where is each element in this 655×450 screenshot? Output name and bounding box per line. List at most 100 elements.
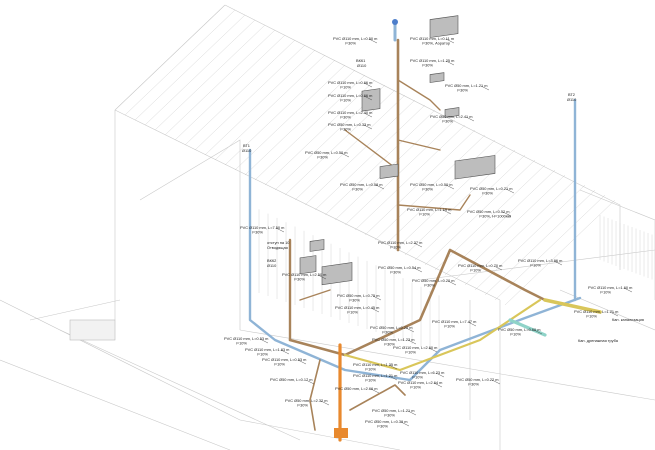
leader-line: [340, 152, 350, 158]
pipe-label: PVC Ø50 mm, L=2.32 m: [285, 398, 328, 403]
riser-vt1-pipe: [248, 148, 582, 382]
roof-hatch-line: [164, 29, 276, 136]
roof-hatch-line: [324, 109, 436, 216]
pipe-label: PVC Ø110 mm, L=3.96 m: [518, 258, 562, 263]
building-edge: [239, 329, 655, 401]
pipe-label: PVC Ø50 mm, L=0.54 m: [378, 265, 421, 270]
leader-line: [280, 349, 290, 355]
pipe-label: PVC Ø50 mm, L=0.39 m: [365, 419, 408, 424]
roof-hatch-line: [184, 39, 296, 146]
pipe-slope-label: i=10%: [340, 85, 351, 90]
roof-hatch-line: [344, 119, 456, 226]
pipe-slope-label: i=30%: [424, 283, 435, 288]
pipe-label: PVC Ø50 mm, L=0.50 m: [305, 150, 348, 155]
pipe-slope-label: i=10%: [412, 375, 423, 380]
pipe-slope-label: i=10%: [236, 341, 247, 346]
leader-line: [428, 347, 438, 353]
leader-line: [609, 311, 619, 317]
fixture-unit: [379, 163, 399, 179]
pipe-slope-label: i=30%: [294, 277, 305, 282]
leader-line: [480, 85, 490, 91]
building-edge: [139, 139, 241, 330]
leader-line: [442, 209, 452, 215]
pipe-label: PVC Ø110 mm, L=7.50 m: [240, 225, 284, 230]
fixture-unit: [321, 262, 353, 286]
pipe-label: PVC Ø110 mm, L=2.50 m: [282, 272, 326, 277]
pipe-slope-label: i=10%: [510, 332, 521, 337]
roof-hatch-line: [194, 44, 306, 151]
pipe-label: PVC Ø50 mm, L=0.17 m: [270, 377, 313, 382]
pipe-slope-label: i=10%: [390, 245, 401, 250]
leader-line: [533, 329, 543, 335]
roof-hatch-line: [474, 184, 586, 291]
fixture-unit: [361, 88, 381, 112]
pipe-slope-label: i=30%: [468, 382, 479, 387]
leader-line: [363, 82, 373, 88]
pipe-slope-label: i=30%: [340, 127, 351, 132]
roof-hatch-line: [264, 79, 376, 186]
leader-line: [363, 112, 373, 118]
pipe-slope-label: i=10%: [600, 290, 611, 295]
leader-line: [317, 274, 327, 280]
pipe-slope-label: i=30%: [297, 403, 308, 408]
pipe-slope-label: i=30%: [377, 424, 388, 429]
pipe-slope-label: i=30%: [317, 155, 328, 160]
pipe-label: PVC Ø50 mm, L=0.50 m: [410, 182, 453, 187]
roof-hatch-line: [464, 179, 576, 286]
pipe-slope-label: i=30%: [382, 330, 393, 335]
riser-label-vkk2: ВКК2: [267, 258, 276, 263]
leader-line: [445, 60, 455, 66]
building-edge: [114, 4, 226, 111]
outlet-drain-label: Кан. дренажная труба: [578, 338, 619, 343]
roof-hatch-line: [314, 104, 426, 211]
main-collector-pipe: [288, 248, 547, 357]
building-edge: [114, 109, 501, 301]
leader-line: [435, 372, 445, 378]
branch-pipe: [397, 139, 441, 151]
riser-label-vkk1: ВКК1: [356, 58, 365, 63]
roof-hatch-line: [244, 69, 356, 176]
leader-line: [388, 364, 398, 370]
branch-pipe: [344, 129, 399, 171]
leader-line: [445, 38, 455, 44]
roof-hatch-line: [294, 94, 406, 201]
pipe-slope-label: i=10%: [274, 362, 285, 367]
roof-hatch-line: [354, 124, 466, 231]
pipe-slope-label: i=30%: [390, 270, 401, 275]
roof-hatch-line: [254, 74, 366, 181]
roof-hatch-line: [484, 189, 596, 296]
outlet-sewer-label: Кан. канализация: [612, 317, 644, 322]
leader-line: [413, 267, 423, 273]
pipe-label: PVC Ø110 mm, L=0.66 m: [328, 93, 372, 98]
pipe-label: PVC Ø50 mm, L=0.21 m: [470, 186, 513, 191]
leader-line: [368, 38, 378, 44]
riser-labels: ВТ1 Ø110 ВТ2 Ø110 ВКК1 Ø110 ВКК2 Ø110 от…: [242, 58, 644, 343]
pipe-slope-label: i=30%: [349, 298, 360, 303]
leader-line: [370, 307, 380, 313]
pipe-label: PVC Ø50 mm, L=2.66 m: [335, 386, 378, 391]
roof-hatch-line: [224, 59, 336, 166]
building-edge: [59, 329, 301, 441]
branch-pipe: [397, 79, 441, 111]
leader-line: [505, 188, 515, 194]
pipe-label: PVC Ø110 mm, L=1.21 m: [353, 373, 397, 378]
fixture-unit: [309, 239, 325, 252]
leader-line: [467, 321, 477, 327]
pipe-label: PVC Ø110 mm, L=1.35 m: [353, 362, 397, 367]
pipe-slope-label: i=10%: [365, 378, 376, 383]
pipe-slope-label: i=30%: [384, 342, 395, 347]
roof-hatch-line: [504, 199, 616, 306]
pipe-label: PVC Ø50 mm, L=1.23 m: [372, 337, 415, 342]
leader-line: [372, 295, 382, 301]
roof-hatch-line: [234, 64, 346, 171]
roof-hatch-line: [414, 154, 526, 261]
note-outlet: Отводящая: [267, 245, 288, 250]
fixture-unit: [444, 107, 460, 118]
pipe-slope-label: i=10%: [365, 367, 376, 372]
pipe-slope-label: i=10%: [419, 212, 430, 217]
branch-pipe: [349, 384, 406, 411]
leader-line: [305, 379, 315, 385]
leader-line: [465, 116, 475, 122]
pipe-label: PVC Ø50 mm, L=0.33 m: [328, 122, 371, 127]
pipe-label: PVC Ø110 mm, L=0.45 m: [335, 305, 379, 310]
